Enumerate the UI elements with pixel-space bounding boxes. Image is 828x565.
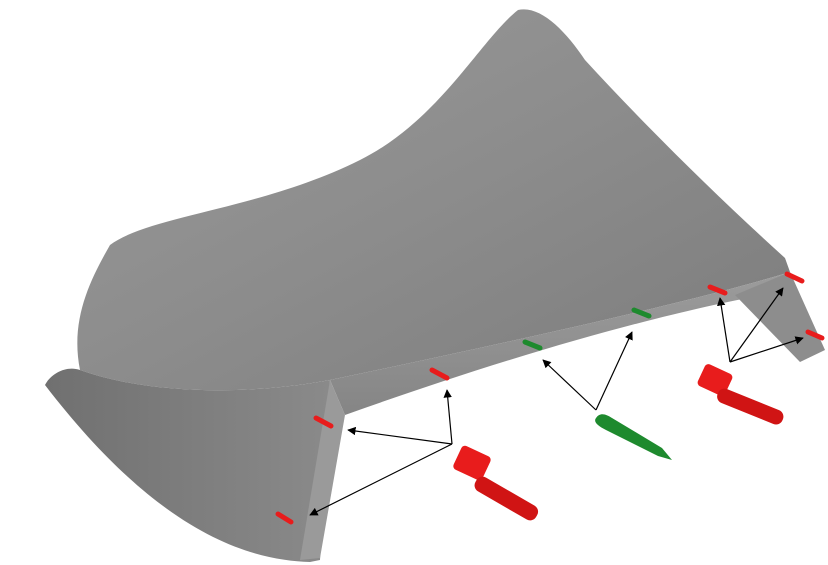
hole-mark-red [805, 329, 825, 341]
cover-left-side [45, 368, 330, 562]
callout-arrows [309, 287, 804, 516]
arrow [309, 443, 453, 516]
hole-mark-red [313, 415, 334, 429]
hole-mark-red [784, 271, 805, 284]
hole-mark-green [522, 339, 543, 351]
bolt-hole-marks [275, 271, 825, 525]
arrow [347, 426, 453, 445]
cover-part [45, 9, 825, 562]
hole-mark-red [707, 284, 728, 296]
pin-green [595, 414, 672, 460]
pin-body [595, 414, 672, 460]
arrow [595, 331, 633, 411]
bolt-left [453, 445, 539, 521]
cover-top-surface [77, 9, 790, 391]
hole-mark-red [429, 367, 450, 381]
arrow [443, 389, 453, 445]
hole-mark-red [275, 511, 294, 525]
bolt-head [697, 364, 733, 396]
bolt-right [697, 364, 784, 425]
bolt-shank [717, 388, 784, 425]
hole-mark-green [631, 307, 652, 319]
arrow [729, 287, 784, 363]
arrow [542, 359, 597, 411]
arrow [729, 336, 804, 363]
bolt-shank [474, 476, 539, 521]
bolt-head [453, 445, 491, 481]
arrow [717, 297, 731, 363]
